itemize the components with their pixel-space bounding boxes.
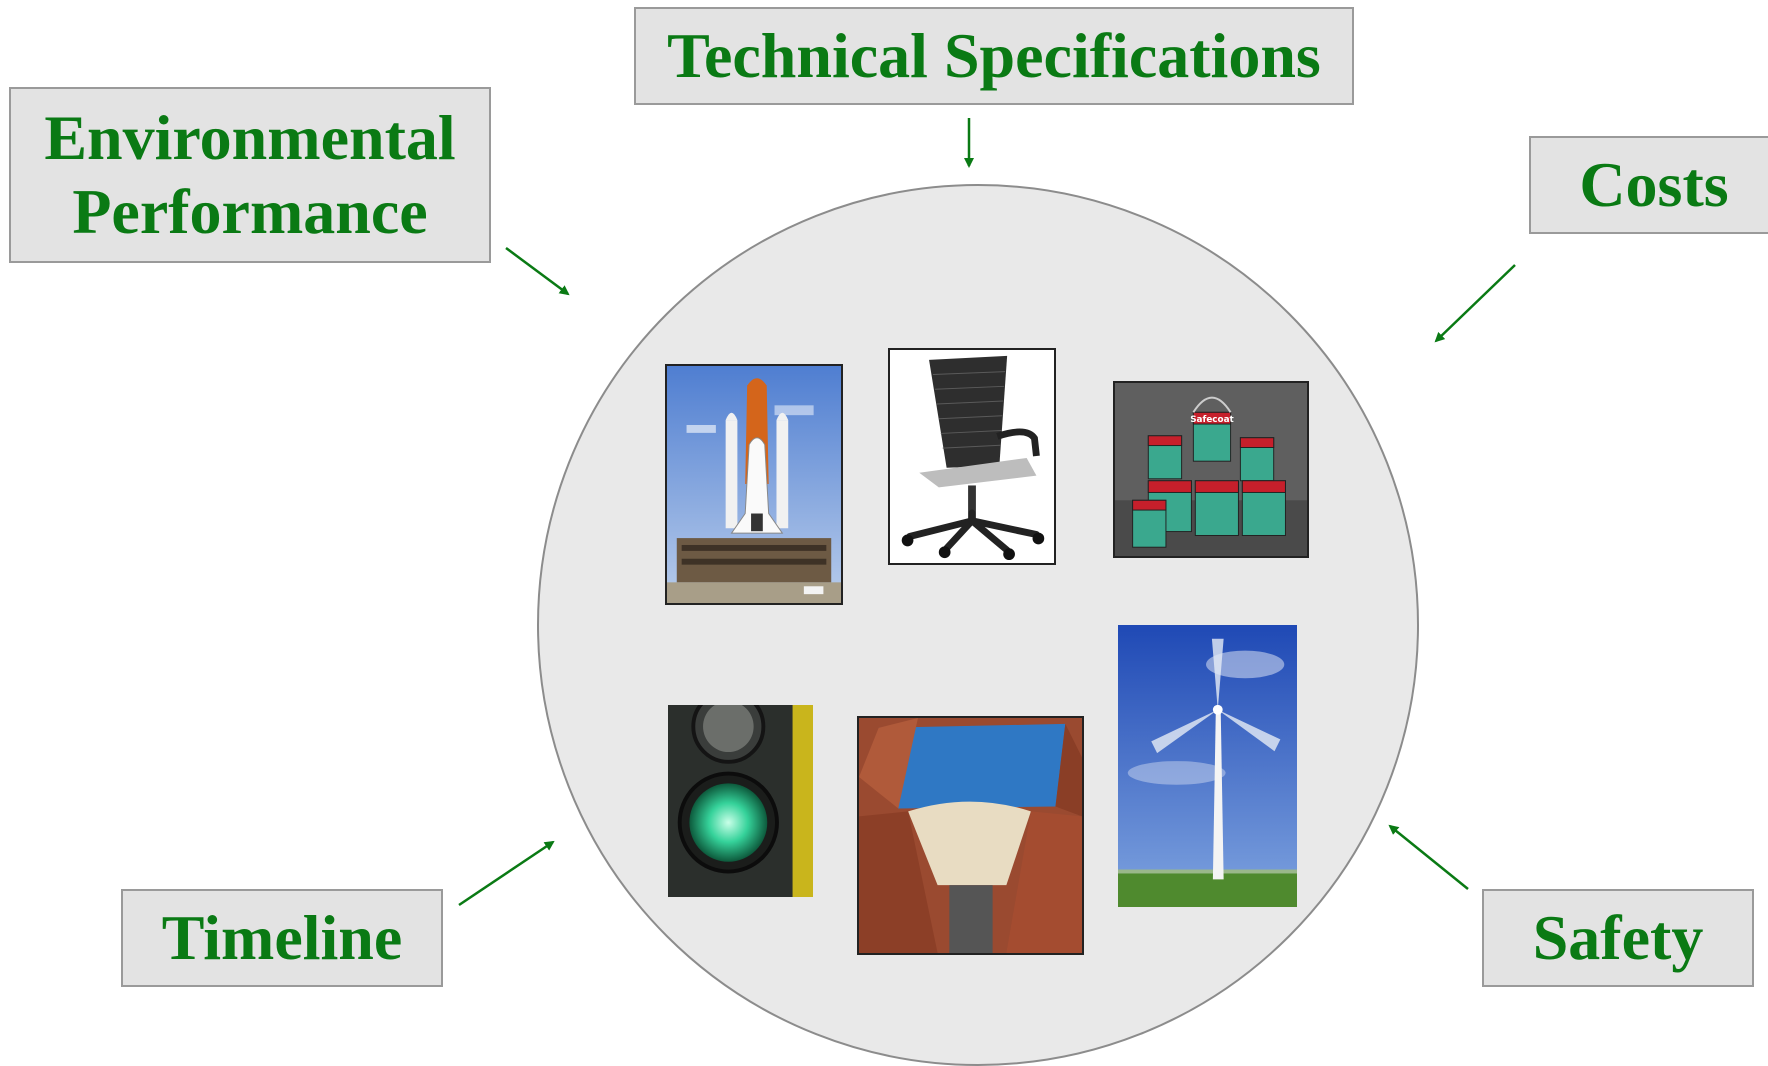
- paint-brand-label: Safecoat: [1190, 415, 1234, 425]
- label-technical-text: Technical Specifications: [667, 20, 1321, 91]
- label-safety-text: Safety: [1532, 902, 1704, 973]
- traffic-light-photo: [666, 703, 815, 899]
- label-environmental-performance: Environmental Performance: [9, 87, 491, 263]
- arrow-costs: [1434, 264, 1516, 343]
- paint-cans-photo: Safecoat: [1113, 381, 1309, 558]
- label-timeline: Timeline: [121, 889, 443, 987]
- office-chair-photo: [888, 348, 1056, 565]
- label-safety: Safety: [1482, 889, 1754, 987]
- wind-turbine-photo: [1116, 623, 1299, 909]
- hoover-dam-photo: [857, 716, 1084, 955]
- label-costs-text: Costs: [1579, 149, 1729, 220]
- arrow-safety: [1388, 824, 1469, 890]
- arrow-timeline: [458, 840, 555, 907]
- label-costs: Costs: [1529, 136, 1768, 234]
- label-environmental-line1: Environmental: [44, 102, 456, 173]
- arrow-environmental: [505, 246, 570, 296]
- label-environmental-line2: Performance: [72, 176, 428, 247]
- label-timeline-text: Timeline: [161, 902, 403, 973]
- space-shuttle-photo: [665, 364, 843, 605]
- label-technical-specifications: Technical Specifications: [634, 7, 1354, 105]
